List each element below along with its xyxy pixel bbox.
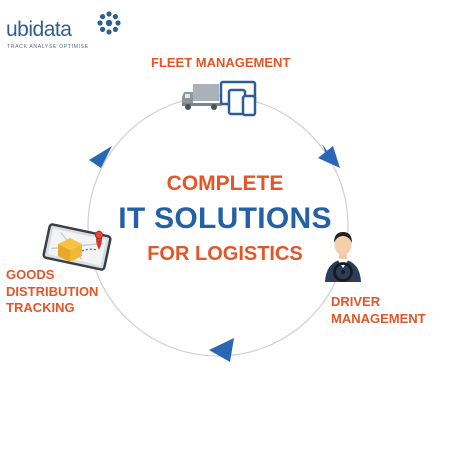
goods-distribution-label: GOODS DISTRIBUTION TRACKING [6, 267, 98, 317]
driver-label-line2: MANAGEMENT [331, 310, 426, 326]
truck-devices-icon [182, 80, 257, 117]
arrow-icon-top-right-head [318, 146, 340, 168]
center-title-line3: FOR LOGISTICS [147, 243, 303, 265]
fleet-label-text: FLEET MANAGEMENT [151, 55, 291, 70]
arrow-icon-top-left [89, 146, 112, 168]
goods-label-line3: TRACKING [6, 300, 75, 315]
center-title-line2: IT SOLUTIONS [118, 202, 332, 235]
gear-dots-icon [97, 11, 121, 35]
driver-management-label: DRIVER MANAGEMENT [331, 294, 426, 327]
logo-tagline: TRACK ANALYSE OPTIMISE [7, 44, 89, 50]
center-title-line1: COMPLETE [166, 172, 284, 195]
tablet-map-package-icon [42, 223, 112, 271]
goods-label-line2: DISTRIBUTION [6, 283, 99, 299]
goods-label-line1: GOODS [6, 267, 55, 282]
driver-avatar-icon [325, 232, 361, 282]
driver-label-line1: DRIVER [331, 294, 381, 309]
arrow-icon-bottom [209, 338, 234, 362]
logo-wordmark: ubidata [6, 18, 72, 41]
ubidata-logo: ubidata TRACK ANALYSE OPTIMISE [6, 11, 126, 58]
fleet-management-label: FLEET MANAGEMENT [151, 55, 290, 72]
